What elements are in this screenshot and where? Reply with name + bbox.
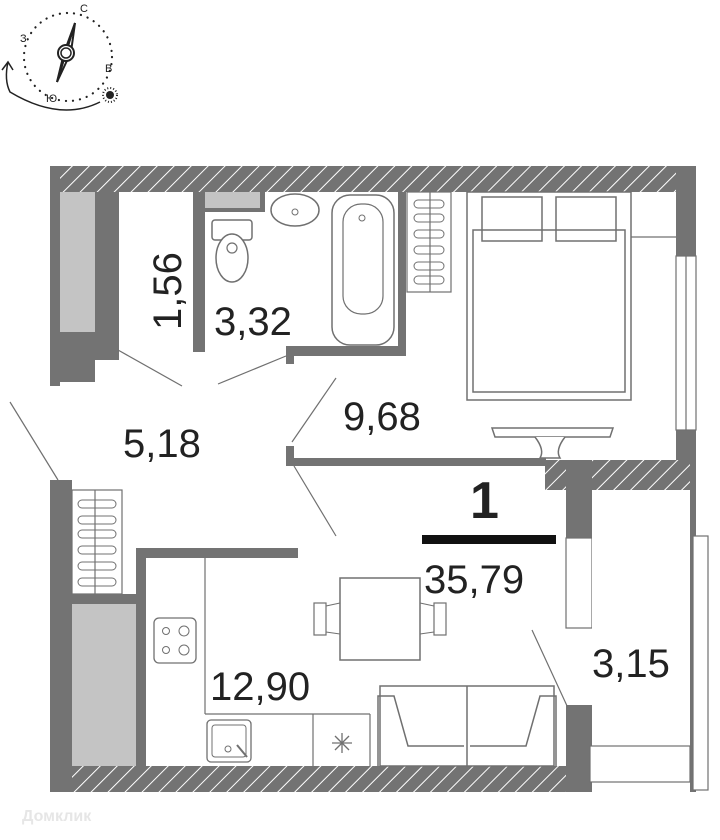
- radiator-icon: [406, 191, 452, 293]
- radiator-icon: [71, 489, 123, 595]
- room-area-kitchen-living: 12,90: [210, 665, 310, 709]
- external-walls: [50, 166, 696, 792]
- rooms-count: 1: [470, 472, 499, 530]
- compass-north: С: [80, 3, 88, 15]
- compass-west: З: [20, 33, 27, 45]
- bed-icon: [466, 191, 632, 401]
- fridge-icon: [332, 733, 352, 753]
- tv-icon: [490, 427, 615, 459]
- dining-table-icon: [313, 577, 447, 661]
- room-area-bedroom: 9,68: [343, 395, 421, 439]
- room-area-hallway: 5,18: [123, 422, 201, 466]
- room-area-bathroom: 3,32: [214, 300, 292, 344]
- stove-icon: [153, 617, 197, 664]
- room-area-balcony: 3,15: [592, 642, 670, 686]
- sink-icon: [206, 719, 252, 763]
- compass-south: Ю: [46, 93, 57, 105]
- compass-east: В: [105, 63, 112, 75]
- room-area-storage: 1,56: [146, 252, 190, 330]
- total-area: 35,79: [424, 558, 524, 602]
- watermark: Домклик: [22, 808, 92, 825]
- sofa-icon: [377, 685, 557, 767]
- compass: С З В Ю: [1, 3, 118, 111]
